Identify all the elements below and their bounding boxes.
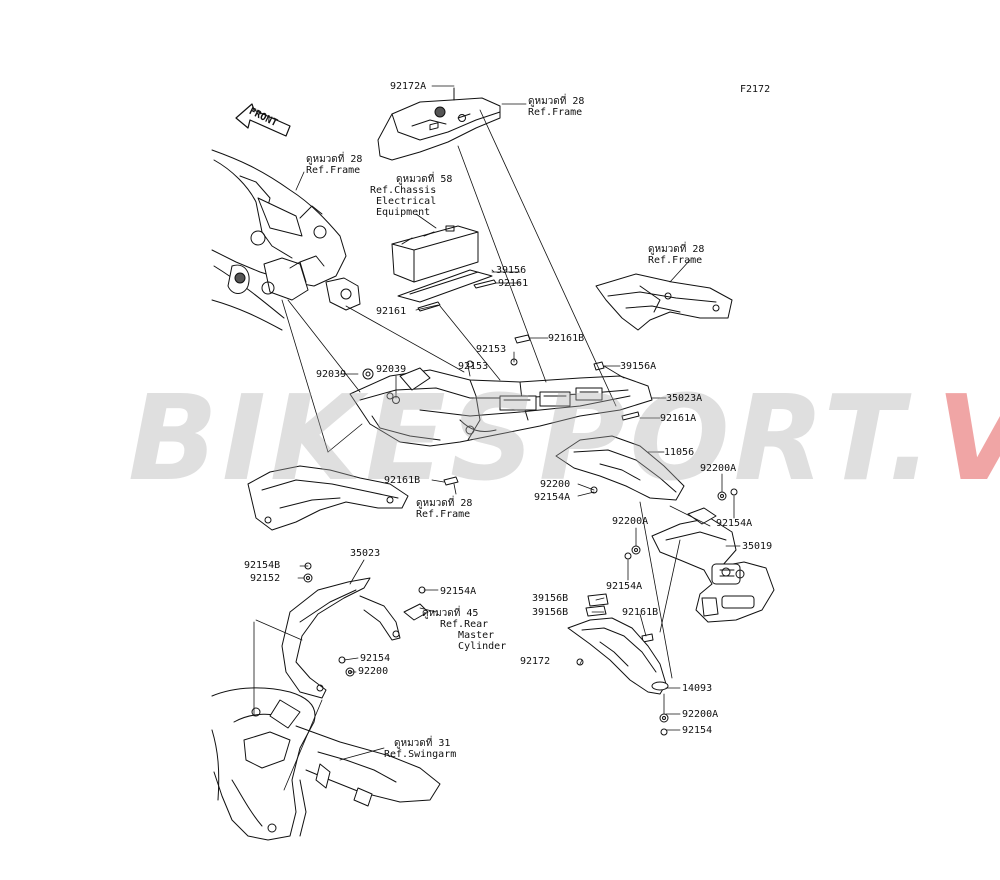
part-label: 11056: [664, 447, 695, 458]
swingarm-section: [211, 687, 441, 841]
part-label: 39156B: [532, 593, 569, 604]
undertray-part: [349, 367, 653, 447]
part-label: 92161: [376, 306, 407, 317]
part-label: 92039: [376, 364, 407, 375]
part-label: 92154A: [606, 581, 643, 592]
part-label: 39156B: [532, 607, 569, 618]
part-label: 92154A: [716, 518, 753, 529]
part-label: 14093: [682, 683, 713, 694]
part-label: 92161A: [660, 413, 697, 424]
rear-mudguard-part: [567, 593, 669, 695]
part-label: 39156: [496, 265, 527, 276]
left-frame-section: [211, 149, 361, 331]
part-label: 92154A: [534, 492, 571, 503]
upper-bracket-part: [377, 87, 501, 161]
chain-cover-part: [281, 577, 429, 699]
part-label: 92200A: [682, 709, 719, 720]
battery-pad-part: [397, 269, 493, 303]
part-label: 92161B: [548, 333, 585, 344]
part-label: 35023A: [666, 393, 703, 404]
part-label: 92153: [476, 344, 507, 355]
part-label: 35023: [350, 548, 381, 559]
part-label: 92039: [316, 369, 347, 380]
right-frame-section: [595, 273, 733, 331]
part-label: 35019: [742, 541, 773, 552]
part-label: 92154A: [440, 586, 477, 597]
part-label: 92153: [458, 361, 489, 372]
part-label: 92154B: [244, 560, 281, 571]
fasteners: [303, 358, 738, 736]
part-label: 92200: [358, 666, 389, 677]
inner-fender-part: [555, 435, 685, 501]
part-label: 92154: [682, 725, 713, 736]
part-label: 92161B: [622, 607, 659, 618]
license-bracket-part: [651, 507, 775, 623]
part-label: 39156A: [620, 361, 657, 372]
part-label: 92154: [360, 653, 391, 664]
figure-id: F2172: [740, 84, 771, 95]
left-lower-frame: [247, 465, 409, 531]
part-label: 92152: [250, 573, 281, 584]
part-label: 92172A: [390, 81, 427, 92]
leader-lines: [253, 85, 741, 791]
watermark: BIKESPORT.VN: [128, 369, 1000, 507]
part-label: 92161B: [384, 475, 421, 486]
part-label: 92200A: [612, 516, 649, 527]
front-arrow-icon: [235, 103, 291, 137]
battery-part: [391, 122, 479, 283]
part-label: 92200: [540, 479, 571, 490]
part-label: 92172: [520, 656, 551, 667]
part-label: 92200A: [700, 463, 737, 474]
part-label: 92161: [498, 278, 529, 289]
